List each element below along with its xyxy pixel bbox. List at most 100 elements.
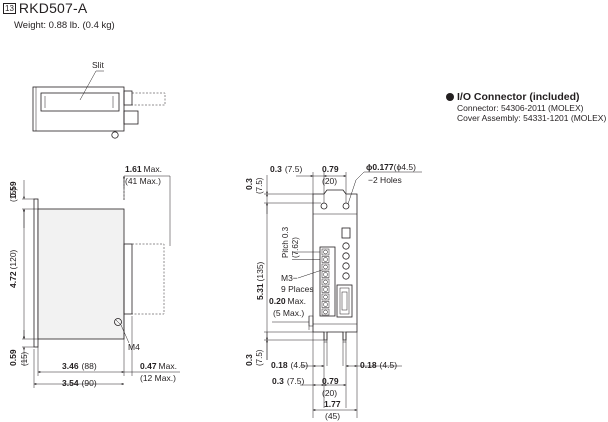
svg-text:(7.5): (7.5) [255,177,264,194]
side-view-screw [114,318,122,326]
terminals [321,248,330,316]
bot-height-in: 0.3 [244,354,254,366]
total-width-mm: (45) [325,411,340,421]
m4-label: M4 [128,342,140,352]
connector-title-text: I/O Connector (included) [457,91,580,103]
terminal-places: 9 Places [281,284,314,294]
header: 13 RKD507-A Weight: 0.88 lb. (0.4 kg) [2,0,115,31]
width-total-mm: (90) [82,378,97,388]
front-view: 0.3(7.5) 0.79 (20) ϕ0.177(ϕ4.5) −2 Holes… [244,162,422,421]
top-view-bracket [123,110,139,125]
title-row: 13 RKD507-A [2,0,115,16]
width-body-in: 3.46 [62,361,79,371]
protrude-mm: (5 Max.) [273,308,304,318]
bullet-icon [446,93,454,101]
pitch-mm: (7.62) [291,237,300,258]
side-view-flange [33,198,39,348]
connector-title: I/O Connector (included) [446,91,606,103]
depth-top-suffix: Max. [144,164,162,174]
height-bot-mm: (15) [20,351,29,366]
protrude-suffix: Max. [288,296,306,306]
model-name: RKD507-A [18,0,88,16]
pitch-label: Pitch 0.3 [281,226,290,258]
svg-text:0.79: 0.79 [322,164,339,174]
svg-text:ϕ0.177(ϕ4.5): ϕ0.177(ϕ4.5) [366,162,416,172]
svg-text:0.3: 0.3 [244,354,254,366]
svg-text:0.3(7.5): 0.3(7.5) [272,376,304,386]
depth-top-in: 1.61 [125,164,142,174]
side-view-heatsink [123,243,133,315]
slot-left-mm: (4.5) [291,360,309,370]
led-2 [342,252,350,260]
model-number-box: 13 [3,2,16,14]
svg-text:0.59: 0.59 [8,181,18,198]
total-width-in: 1.77 [324,399,341,409]
svg-text:0.79: 0.79 [322,376,339,386]
top-left-in: 0.3 [270,164,282,174]
bot-mid-mm: (20) [322,388,337,398]
connector-info: I/O Connector (included) Connector: 5430… [446,91,606,123]
top-view-screw [111,131,119,139]
svg-text:3.54(90): 3.54(90) [62,378,97,388]
bot-left-in: 0.3 [272,376,284,386]
svg-text:4.72(120): 4.72 (120) [8,249,18,288]
svg-text:(15): (15) [9,187,18,202]
heatsink-suffix: Max. [159,361,177,371]
led-3 [342,262,350,270]
top-view-body [32,86,125,132]
cover-assembly-part: Cover Assembly: 54331-1201 (MOLEX) [457,113,607,123]
depth-top-mm: (41 Max.) [125,176,161,186]
svg-text:0.18(4.5): 0.18(4.5) [360,360,397,370]
top-view-heatsink [123,90,133,106]
protrude-in: 0.20 [269,296,286,306]
width-total-in: 3.54 [62,378,79,388]
svg-text:0.3: 0.3 [244,178,254,190]
side-view-body [37,208,125,340]
svg-text:Pitch 0.3: Pitch 0.3 [281,226,290,258]
width-body-mm: (88) [82,361,97,371]
svg-text:5.31(135): 5.31 (135) [255,261,265,300]
height-in: 5.31 [255,283,265,300]
top-height-in: 0.3 [244,178,254,190]
hole-dia-mm: (ϕ4.5) [394,162,416,172]
top-height-mm: (7.5) [255,177,264,194]
bot-height-mm: (7.5) [255,349,264,366]
slit-label: Slit [92,60,104,70]
top-view-slit [40,92,120,112]
top-view: Slit [32,60,166,139]
hole-dia: ϕ0.177 [366,162,394,172]
svg-text:(7.5): (7.5) [255,349,264,366]
slot-left [323,331,328,343]
weight-label: Weight: 0.88 lb. (0.4 kg) [14,20,115,31]
led-1 [342,242,350,250]
terminal-label: M3− [281,273,298,283]
top-width-in: 0.79 [322,164,339,174]
height-mid-in: 4.72 [8,271,18,288]
height-bot-in: 0.59 [8,349,18,366]
slot-left-in: 0.18 [271,360,288,370]
io-connector [336,284,353,318]
slot-right [342,331,347,343]
svg-text:3.46(88): 3.46(88) [62,361,97,371]
svg-text:0.59: 0.59 [8,349,18,366]
svg-text:(15): (15) [20,351,29,366]
heatsink-in: 0.47 [140,361,157,371]
height-top-in: 0.59 [8,181,18,198]
slot-right-mm: (4.5) [380,360,398,370]
height-mm: (135) [255,261,265,281]
top-left-mm: (7.5) [285,164,303,174]
terminal-block [319,246,336,317]
height-top-mm: (15) [9,187,18,202]
svg-text:1.77: 1.77 [324,399,341,409]
bot-mid-in: 0.79 [322,376,339,386]
holes-label: −2 Holes [368,175,402,185]
slot-right-in: 0.18 [360,360,377,370]
top-width-mm: (20) [322,176,337,186]
mount-hole-left [320,202,328,210]
height-mid-mm: (120) [8,249,18,269]
svg-text:0.3(7.5): 0.3(7.5) [270,164,302,174]
